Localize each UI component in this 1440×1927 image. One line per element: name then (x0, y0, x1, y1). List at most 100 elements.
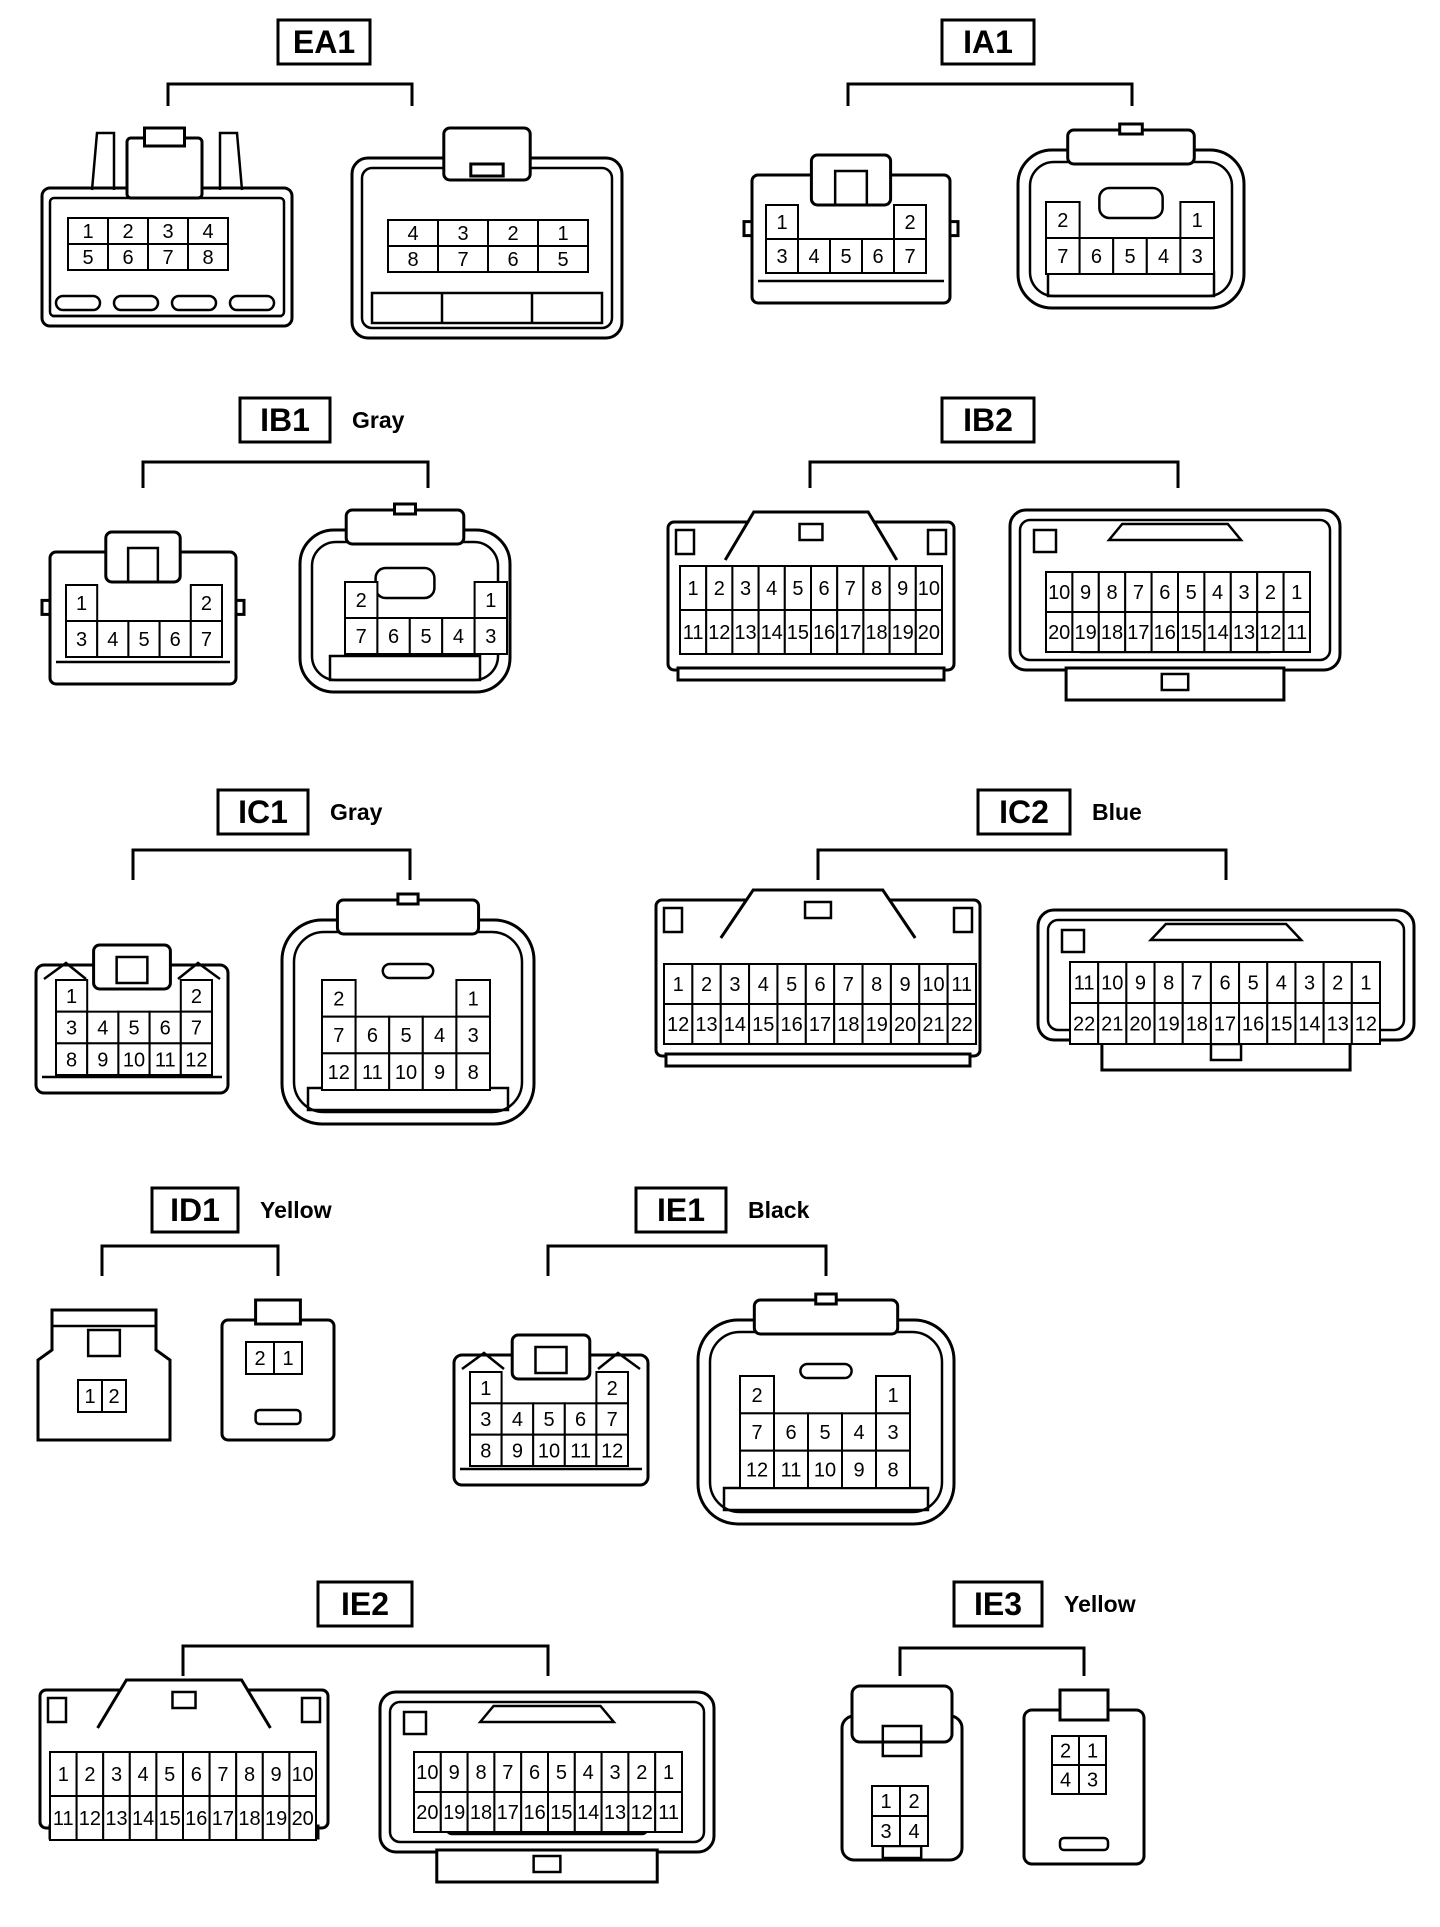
pin-cell: 8 (187, 243, 229, 271)
pin-cell: 6 (158, 620, 192, 658)
pin-number: 22 (951, 1014, 973, 1036)
pin-number: 5 (420, 626, 431, 648)
pin-cell: 17 (1209, 1002, 1241, 1045)
pin-cell: 3 (1179, 237, 1216, 275)
connector-label-box (316, 1580, 414, 1628)
pin-cell: 4 (841, 1412, 877, 1452)
pin-cell: 10 (1097, 961, 1128, 1004)
pin-cell: 6 (1078, 237, 1115, 275)
pin-number: 7 (356, 626, 367, 648)
pin-number: 15 (1180, 622, 1202, 644)
pin-cell: 19 (1071, 611, 1100, 653)
pin-cell: 3 (600, 1751, 630, 1793)
pin-cell: 3 (719, 963, 751, 1005)
pin-number: 10 (1048, 582, 1070, 604)
pin-number: 19 (443, 1802, 465, 1824)
pin-number: 3 (485, 626, 496, 648)
pin-number: 5 (543, 1409, 554, 1431)
pin-number: 8 (480, 1441, 491, 1463)
pin-cell: 8 (875, 1449, 911, 1489)
connector-color: Blue (1092, 799, 1142, 825)
pin-cell: 5 (776, 963, 807, 1005)
pin-cell: 13 (1322, 1002, 1353, 1045)
connector-ie2: IE2 (181, 1580, 550, 1676)
pin-cell: 18 (235, 1795, 264, 1841)
pin-number: 4 (1060, 1770, 1071, 1792)
connector-id: IE3 (974, 1586, 1022, 1622)
pin-cell: 7 (344, 617, 379, 655)
pin-cell: 11 (1282, 611, 1311, 653)
pin-number: 18 (865, 622, 887, 644)
connector-id: IC2 (999, 794, 1049, 830)
pin-cell: 1 (67, 217, 109, 245)
pin-cell: 2 (705, 565, 734, 611)
pin-number: 7 (217, 1764, 228, 1786)
pin-cell: 1 (537, 219, 589, 247)
pin-number: 2 (636, 1762, 647, 1784)
pin-cell: 3 (473, 617, 509, 655)
pin-number: 5 (557, 249, 568, 271)
pin-number: 13 (734, 622, 756, 644)
pin-number: 9 (853, 1460, 864, 1482)
pin-cell: 2 (1051, 1735, 1080, 1766)
pin-cell: 10 (807, 1449, 843, 1489)
pin-cell: 8 (455, 1052, 491, 1092)
pin-number: 3 (480, 1409, 491, 1431)
pin-cell: 3 (147, 217, 189, 245)
pin-cell: 4 (96, 620, 130, 658)
pin-number: 2 (201, 593, 212, 615)
pin-cell: 17 (1124, 611, 1153, 653)
pin-number: 4 (1158, 246, 1169, 268)
pin-cell: 21 (1097, 1002, 1128, 1045)
pin-number: 4 (853, 1422, 864, 1444)
pin-cell: 7 (1181, 961, 1212, 1004)
pin-number: 14 (577, 1802, 599, 1824)
pin-number: 2 (751, 1385, 762, 1407)
pin-number: 8 (871, 578, 882, 600)
connector-bracket (808, 460, 1180, 488)
connector-id: IE2 (341, 1586, 389, 1622)
pin-cell: 2 (179, 979, 214, 1013)
pin-cell: 11 (654, 1791, 684, 1833)
connector-color: Black (748, 1197, 810, 1223)
pin-cell: 6 (804, 963, 836, 1005)
pin-cell: 4 (1051, 1764, 1080, 1795)
pin-cell: 20 (914, 609, 943, 655)
pin-number: 11 (53, 1808, 74, 1830)
pin-cell: 7 (493, 1751, 523, 1793)
pin-number: 9 (1080, 582, 1091, 604)
pin-cell: 12 (705, 609, 734, 655)
connector-bracket (898, 1646, 1086, 1676)
pin-number: 20 (894, 1014, 916, 1036)
pin-cell: 5 (1238, 961, 1269, 1004)
connector-label-box (276, 18, 372, 66)
pin-number: 6 (122, 247, 133, 269)
pin-number: 18 (837, 1014, 859, 1036)
pin-number: 4 (1276, 973, 1287, 995)
pin-number: 1 (880, 1791, 891, 1813)
pin-number: 3 (1192, 246, 1203, 268)
pin-cell: 17 (804, 1003, 836, 1045)
pin-cell: 2 (899, 1785, 929, 1817)
pin-number: 9 (434, 1062, 445, 1084)
pin-cell: 5 (807, 1412, 843, 1452)
pin-cell: 8 (469, 1433, 503, 1467)
pin-cell: 13 (691, 1003, 722, 1045)
pin-cell: 18 (466, 1791, 496, 1833)
pin-number: 5 (1124, 246, 1135, 268)
pin-number: 2 (108, 1386, 119, 1408)
pin-cell: 4 (441, 617, 476, 655)
pin-cell: 4 (899, 1815, 929, 1847)
pin-number: 5 (556, 1762, 567, 1784)
pin-number: 3 (162, 221, 173, 243)
pin-cell: 10 (288, 1751, 317, 1797)
pin-number: 2 (333, 989, 344, 1011)
pin-number: 3 (468, 1025, 479, 1047)
pin-cell: 1 (679, 565, 708, 611)
pin-cell: 10 (918, 963, 949, 1005)
pin-cell: 11 (679, 609, 708, 655)
pin-number: 1 (776, 212, 787, 234)
pin-number: 3 (76, 629, 87, 651)
pin-number: 20 (918, 622, 940, 644)
